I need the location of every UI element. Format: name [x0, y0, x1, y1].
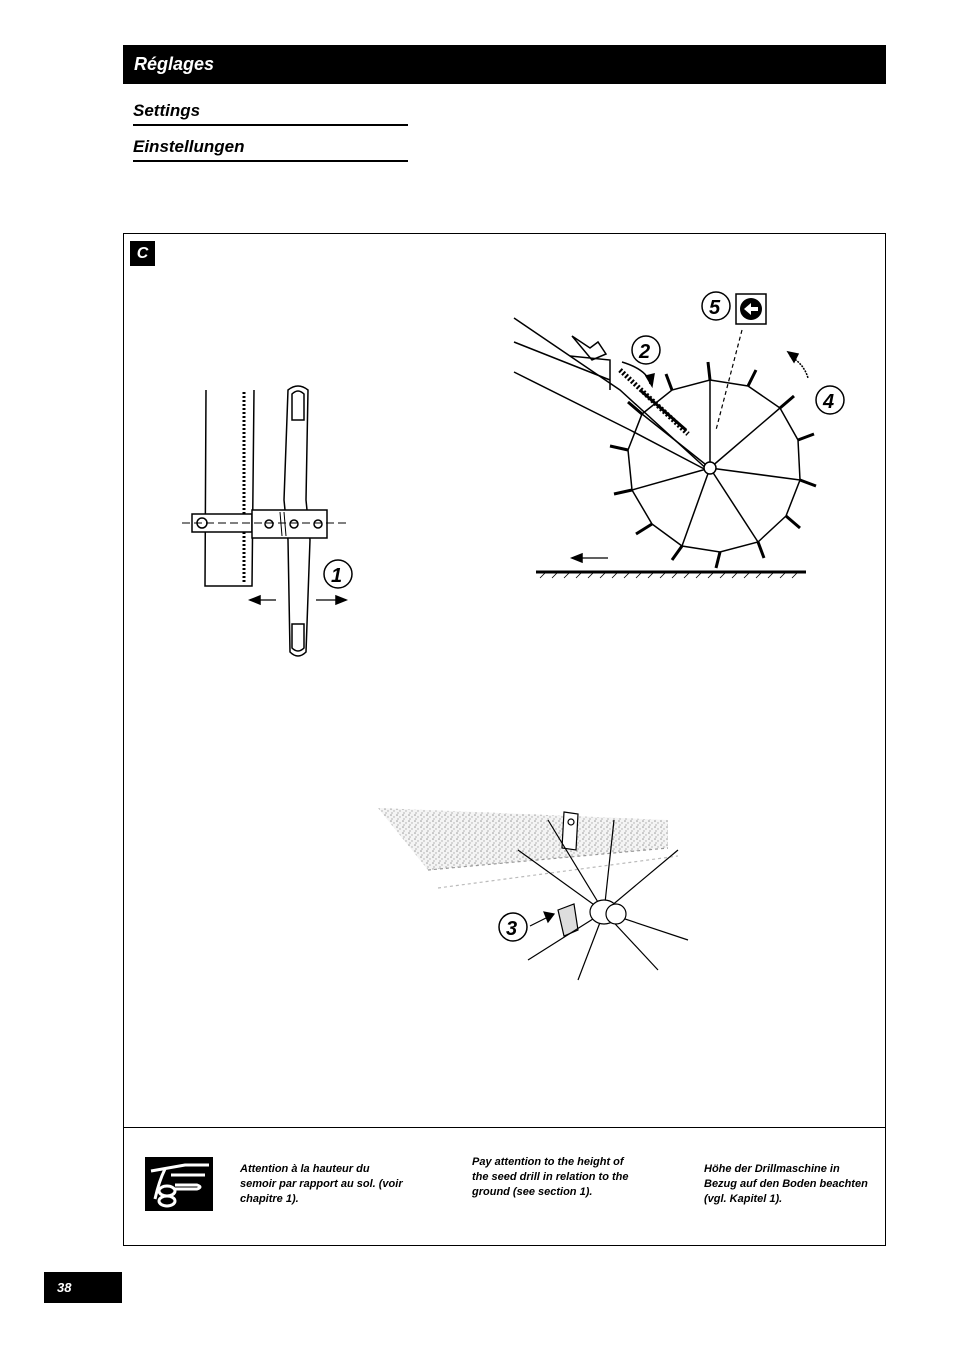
section-header-bar: Réglages — [123, 45, 886, 84]
figure-label: C — [130, 241, 155, 266]
note-de: Höhe der Drillmaschine in Bezug auf den … — [704, 1163, 868, 1205]
wheel-hub-detail-illustration: 3 — [378, 808, 689, 981]
shaft-adjustment-illustration: 1 — [182, 385, 353, 657]
note-fr: Attention à la hauteur du semoir par rap… — [240, 1163, 403, 1205]
section-title-de: Einstellungen — [133, 137, 408, 162]
section-title-en: Settings — [133, 101, 408, 126]
reverse-arrow-icon — [735, 293, 767, 325]
page-number-tab: 38 — [44, 1272, 122, 1303]
note-en: Pay attention to the height of the seed … — [472, 1156, 629, 1198]
notes-divider — [123, 1127, 886, 1128]
callout-1: 1 — [331, 565, 342, 587]
pointing-hand-icon — [145, 1157, 213, 1211]
callout-3: 3 — [506, 918, 517, 940]
drive-wheel-illustration: 5 2 4 — [513, 291, 845, 579]
callout-4: 4 — [822, 391, 834, 413]
callout-5: 5 — [709, 297, 721, 319]
page-number: 38 — [57, 1280, 72, 1295]
section-title-fr: Réglages — [134, 54, 215, 74]
figure-frame — [123, 233, 886, 1246]
callout-2: 2 — [638, 341, 650, 363]
